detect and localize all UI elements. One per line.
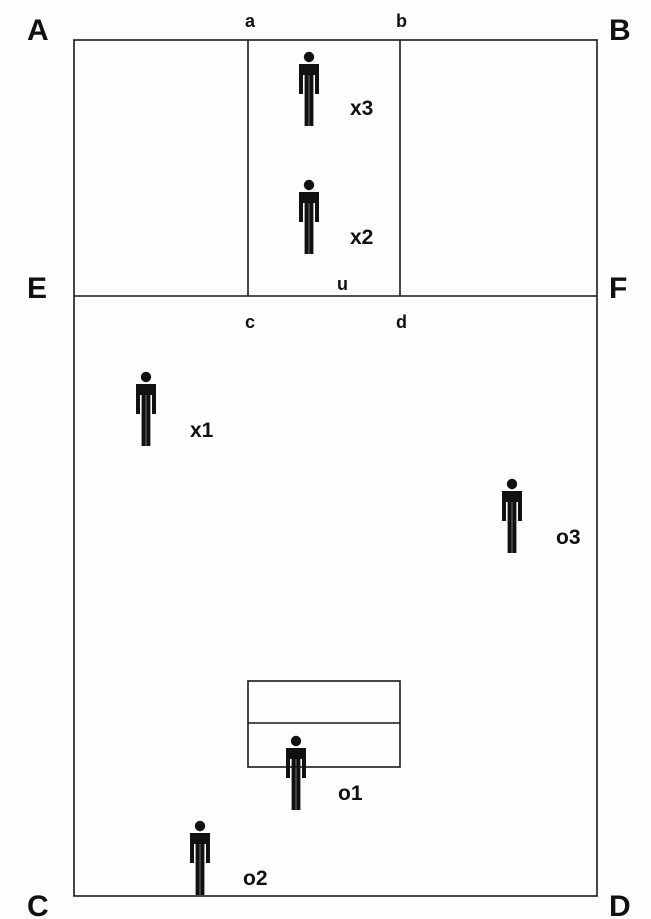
corner-label-f: F: [609, 272, 627, 305]
point-label-d: d: [396, 312, 407, 332]
player-label-x3: x3: [350, 97, 373, 120]
person-icon: [502, 479, 522, 553]
player-label-o3: o3: [556, 526, 581, 549]
corner-label-d: D: [609, 890, 631, 919]
player-o3: o3: [502, 479, 581, 553]
player-label-x1: x1: [190, 419, 214, 442]
goal-box: [247, 680, 401, 768]
corner-label-a: A: [27, 14, 49, 47]
player-o1: o1: [286, 736, 363, 810]
point-label-b: b: [396, 11, 407, 31]
corner-label-e: E: [27, 272, 47, 305]
person-icon: [299, 180, 319, 254]
corner-label-c: C: [27, 890, 49, 919]
point-label-u: u: [337, 274, 348, 294]
person-icon: [136, 372, 156, 446]
player-label-o1: o1: [338, 782, 363, 805]
player-o2: o2: [190, 821, 268, 895]
player-x3: x3: [299, 52, 373, 126]
person-icon: [286, 736, 306, 810]
player-label-x2: x2: [350, 226, 373, 249]
point-label-c: c: [245, 312, 255, 332]
person-icon: [299, 52, 319, 126]
player-label-o2: o2: [243, 867, 268, 890]
player-x1: x1: [136, 372, 214, 446]
point-label-a: a: [245, 11, 256, 31]
person-icon: [190, 821, 210, 895]
player-x2: x2: [299, 180, 373, 254]
field-outline: [73, 39, 598, 897]
corner-label-b: B: [609, 14, 631, 47]
